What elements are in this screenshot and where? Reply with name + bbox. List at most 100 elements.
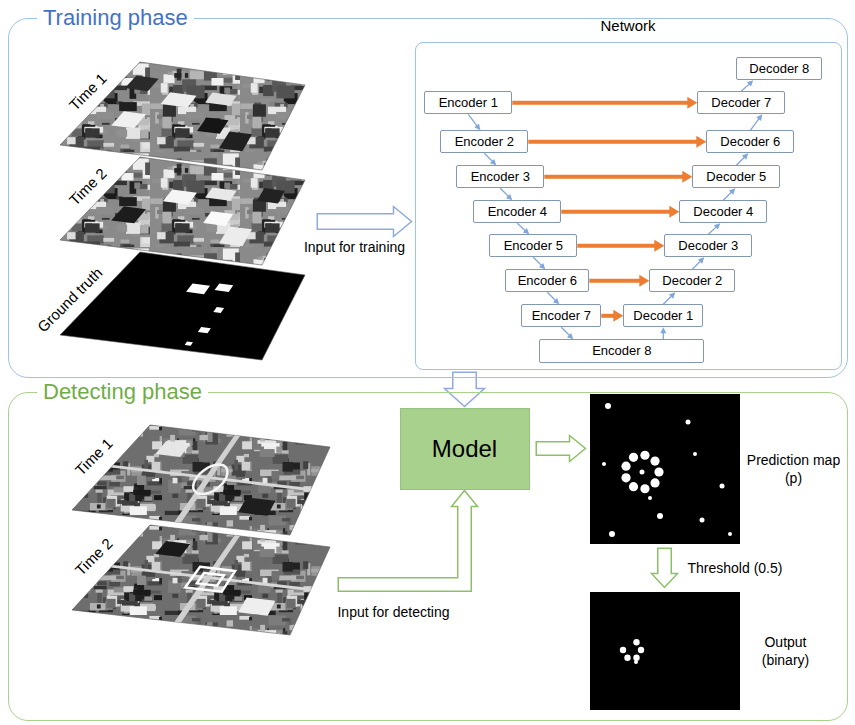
layer-box: Decoder 5 (692, 165, 780, 188)
image-outline (60, 62, 305, 170)
phase-panel: Training phaseTime 1Time 2Ground truthNe… (8, 18, 848, 378)
layer-label: Encoder 6 (518, 273, 577, 289)
arrow-head (652, 574, 678, 588)
image-feature (238, 497, 275, 515)
result-map: Output (binary) (590, 592, 740, 710)
layer-label: Decoder 6 (720, 134, 780, 150)
layer-label: Encoder 1 (439, 95, 498, 111)
block-arrow (338, 491, 478, 585)
arrow-head (714, 223, 720, 229)
connector-line (741, 83, 750, 91)
edge-label: Input for training (301, 238, 408, 256)
arrow-head (747, 80, 753, 86)
result-map: Prediction map (p) (590, 394, 740, 544)
map-pixels (590, 394, 740, 544)
block-arrow (536, 436, 586, 462)
layer-label: Decoder 4 (693, 204, 753, 220)
block-arrow (445, 372, 485, 407)
phase-title: Detecting phase (37, 378, 208, 406)
changed-pixel (633, 639, 639, 645)
skip-connection (601, 310, 623, 322)
layer-box: Decoder 2 (649, 269, 735, 292)
connector-line (547, 292, 556, 301)
connector-line (544, 175, 685, 179)
hollow-arrow-fill (537, 443, 572, 455)
image-feature (162, 189, 196, 204)
changed-pixel (650, 456, 659, 465)
image-feature (238, 597, 275, 615)
layer-label: Decoder 7 (711, 95, 771, 111)
connector-line (484, 153, 493, 162)
layer-label: Encoder 8 (592, 343, 651, 359)
image-feature (197, 326, 210, 332)
layer-arrow (500, 188, 512, 200)
connector-line (692, 260, 701, 269)
changed-pixel (624, 654, 630, 660)
arrow-head (682, 171, 692, 183)
arrow-head (394, 207, 412, 237)
arrow-head (698, 257, 704, 263)
image-feature (205, 92, 237, 105)
hollow-arrow-fill (339, 505, 465, 585)
skip-connection (589, 275, 649, 287)
arrow-head (696, 136, 706, 148)
layer-box: Encoder 1 (424, 91, 512, 114)
changed-pixel (628, 482, 637, 491)
layer-arrow (663, 292, 675, 304)
model-box: Model (400, 408, 530, 490)
image-feature (196, 572, 223, 585)
changed-pixel (699, 517, 704, 522)
connector-line (663, 295, 672, 304)
block-arrow (317, 207, 412, 237)
connector-line (708, 226, 717, 234)
changed-pixel (609, 531, 615, 537)
layer-box: Encoder 2 (440, 130, 528, 153)
image-outline (72, 525, 330, 635)
arrow-head (639, 275, 649, 287)
changed-pixel (640, 450, 649, 459)
arrow-head (474, 124, 480, 131)
changed-pixel (628, 452, 637, 461)
satellite-image: Time 2 (72, 525, 330, 635)
layer-arrow (533, 257, 545, 269)
connector-line (561, 210, 672, 214)
arrow-head (742, 153, 748, 159)
layer-box: Encoder 8 (539, 339, 704, 363)
layer-arrow (741, 80, 753, 91)
connector-line (561, 327, 570, 336)
arrow-head (660, 327, 666, 333)
changed-pixel (619, 646, 625, 652)
skip-connection (577, 240, 664, 252)
satellite-image: Ground truth (60, 252, 305, 360)
layer-arrow (468, 114, 480, 130)
phase-panel: Detecting phaseTime 1Time 2ModelPredicti… (8, 392, 848, 721)
image-outline (60, 157, 305, 265)
image-feature (124, 75, 158, 91)
hollow-arrow-fill (659, 549, 671, 576)
layer-box: Decoder 4 (679, 200, 767, 223)
changed-pixel (654, 467, 663, 476)
layer-arrow (660, 327, 666, 339)
layer-label: Decoder 2 (662, 273, 722, 289)
layer-box: Decoder 3 (664, 234, 752, 257)
changed-pixel (685, 419, 690, 424)
changed-pixel (621, 473, 630, 482)
arrow-head (669, 292, 675, 298)
map-label: Output (binary) (746, 633, 826, 669)
phase-title: Training phase (37, 4, 194, 32)
image-outline (72, 425, 330, 535)
arrow-head (756, 114, 762, 121)
network-title: Network (600, 16, 655, 36)
connector-line (736, 156, 745, 165)
block-arrow (652, 548, 678, 588)
image-feature (193, 464, 227, 493)
layer-arrow (750, 114, 762, 130)
changed-pixel (621, 461, 630, 470)
changed-pixel (719, 483, 724, 488)
satellite-image: Time 1 (72, 425, 330, 535)
layer-box: Decoder 7 (697, 91, 785, 114)
layer-box: Decoder 6 (706, 130, 794, 153)
layer-label: Decoder 3 (678, 238, 738, 254)
layer-arrow (723, 188, 735, 200)
image-feature (155, 541, 190, 557)
